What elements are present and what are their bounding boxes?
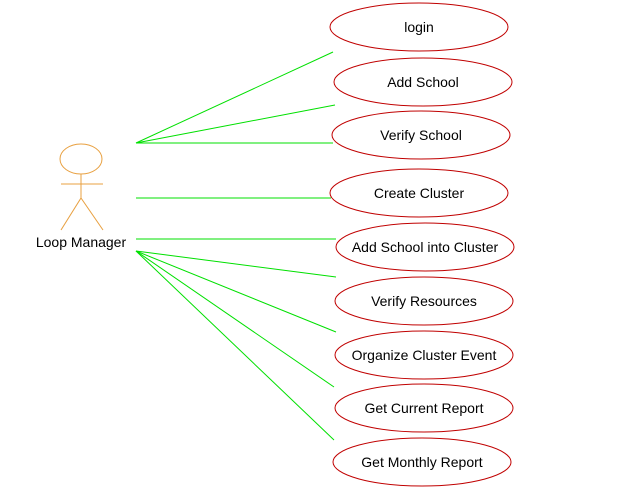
use-case-verify-school: Verify School <box>331 110 511 160</box>
use-case-add-school: Add School <box>333 57 513 107</box>
use-case-login-label: login <box>404 19 434 35</box>
use-case-create-cluster-label: Create Cluster <box>374 185 465 201</box>
use-case-get-monthly-report-shape <box>332 437 512 487</box>
use-case-add-school-into-cluster-label: Add School into Cluster <box>352 239 499 255</box>
use-case-add-school-into-cluster-shape <box>335 222 515 272</box>
use-case-get-monthly-report-label: Get Monthly Report <box>361 454 482 470</box>
association-get-current-report <box>135 250 335 388</box>
association-verify-resources <box>135 250 337 278</box>
actor-left-leg <box>60 197 82 231</box>
actor-right-leg <box>80 197 104 231</box>
use-case-verify-resources-shape <box>334 276 514 326</box>
use-case-organize-cluster-event-label: Organize Cluster Event <box>352 347 497 363</box>
use-case-add-school-into-cluster: Add School into Cluster <box>335 222 515 272</box>
use-cases: login Add School Verify School Create Cl… <box>329 2 515 487</box>
use-case-get-current-report: Get Current Report <box>334 383 514 433</box>
use-case-organize-cluster-event-shape <box>334 330 514 380</box>
use-case-add-school-shape <box>333 57 513 107</box>
use-case-organize-cluster-event: Organize Cluster Event <box>334 330 514 380</box>
actor-name: Loop Manager <box>36 234 127 250</box>
use-case-get-monthly-report: Get Monthly Report <box>332 437 512 487</box>
use-case-create-cluster-shape <box>329 168 509 218</box>
use-case-login: login <box>329 2 509 52</box>
use-case-verify-resources-label: Verify Resources <box>371 293 477 309</box>
actor-head <box>59 143 103 175</box>
use-case-verify-school-label: Verify School <box>380 127 462 143</box>
use-case-login-shape <box>329 2 509 52</box>
association-get-monthly-report <box>135 250 335 441</box>
use-case-get-current-report-label: Get Current Report <box>364 400 483 416</box>
use-case-create-cluster: Create Cluster <box>329 168 509 218</box>
use-case-get-current-report-shape <box>334 383 514 433</box>
association-organize-cluster-event <box>135 250 337 333</box>
association-add-school <box>135 104 336 144</box>
actor-loop-manager <box>59 143 104 231</box>
associations <box>135 51 337 441</box>
use-case-verify-resources: Verify Resources <box>334 276 514 326</box>
use-case-verify-school-shape <box>331 110 511 160</box>
use-case-add-school-label: Add School <box>387 74 459 90</box>
association-login <box>135 51 334 144</box>
